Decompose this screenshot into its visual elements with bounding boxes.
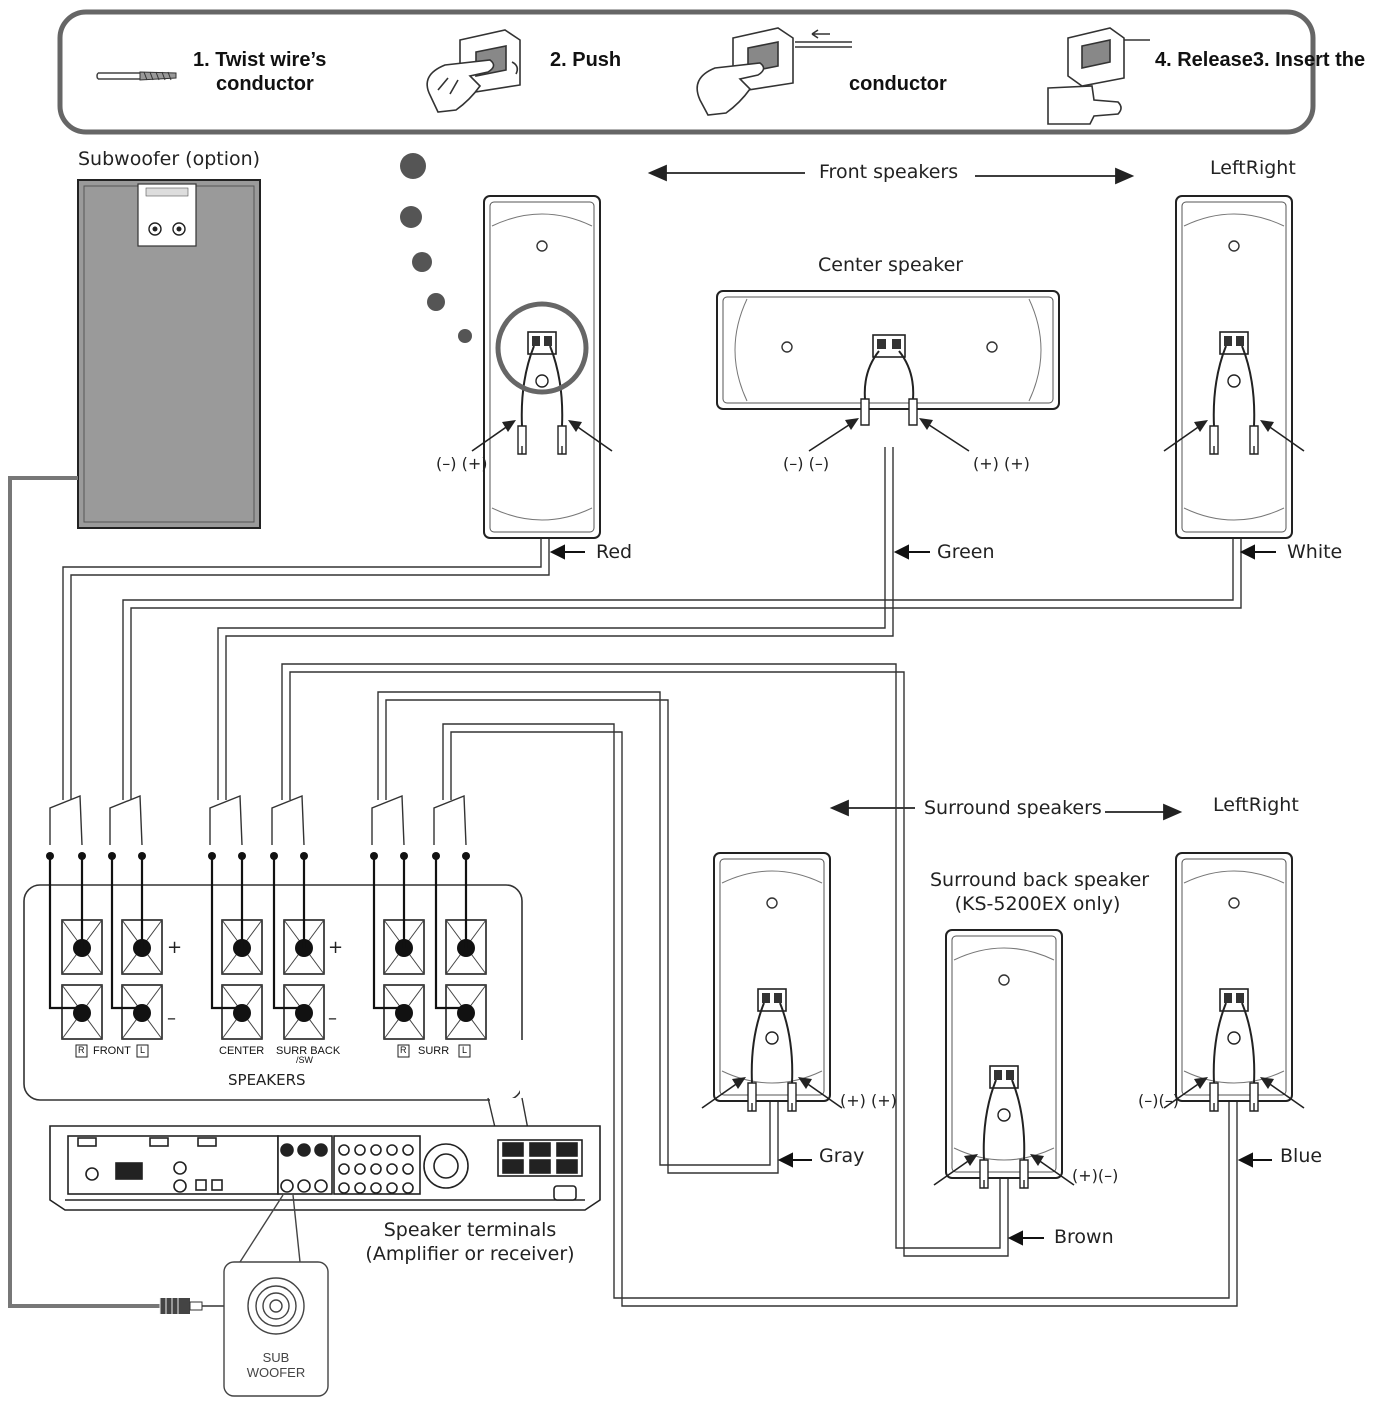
- magnify-ring: [495, 301, 589, 395]
- sw-label: /SW: [296, 1055, 313, 1065]
- surr-label: SURR: [418, 1045, 450, 1057]
- front-speakers-heading: Front speakers: [819, 161, 959, 183]
- subwoofer-jack-line2: WOOFER: [246, 1365, 306, 1380]
- terminal-blocks: [61, 919, 487, 1040]
- cable-label-arrows: [549, 544, 1276, 1246]
- front-r-badge: R: [78, 1045, 85, 1055]
- surround-right-speaker: [1163, 852, 1305, 1112]
- brown-cable: [281, 663, 1001, 1249]
- green-cable-label: Green: [937, 541, 995, 563]
- front-minus-sign: –: [167, 1008, 176, 1029]
- front-left-right-label: LeftRight: [1210, 157, 1296, 179]
- front-heading-arrows: [647, 164, 1135, 185]
- front-plus-sign: +: [167, 937, 183, 958]
- step3-text-line2: conductor: [849, 73, 947, 95]
- speaker-terminal-2-minus[interactable]: [121, 984, 163, 1040]
- panel-badges: [75, 1044, 471, 1058]
- speaker-terminal-3-minus[interactable]: [221, 984, 263, 1040]
- terminal-wires: [48, 856, 468, 1010]
- subwoofer-cabinet: [77, 179, 261, 529]
- amplifier-title-line2: (Amplifier or receiver): [365, 1243, 575, 1265]
- gray-cable: [377, 691, 771, 1166]
- speaker-terminal-4-minus[interactable]: [283, 984, 325, 1040]
- step3-insert: 3. Insert the: [1252, 49, 1366, 71]
- step4-release: 4. Release: [1155, 49, 1253, 71]
- gray-cable-label: Gray: [819, 1145, 865, 1167]
- subwoofer-cable: [8, 476, 160, 1308]
- surr-back-plus-sign: +: [328, 937, 344, 958]
- step1-line1: 1. Twist wire’s: [193, 49, 327, 71]
- magnify-dots: [400, 153, 472, 343]
- speaker-terminal-5-minus[interactable]: [383, 984, 425, 1040]
- insert-terminal-icon: [696, 27, 852, 116]
- surr-back-label: SURR BACK: [276, 1045, 341, 1057]
- release-terminal-icon: [1047, 27, 1150, 125]
- surr-l-badge: L: [462, 1045, 468, 1055]
- subwoofer-jack-callout: [223, 1194, 329, 1397]
- step2-text: 2. Push: [550, 49, 622, 71]
- blue-cable: [442, 723, 1230, 1299]
- center-polarity-negative: (–) (–): [783, 454, 830, 473]
- front-left-polarity: (–) (+): [436, 454, 488, 473]
- step1-text: 1. Twist wire’s conductor: [193, 48, 326, 96]
- surround-back-polarity: (+)(–): [1072, 1166, 1119, 1185]
- subwoofer-jack-label: SUB WOOFER: [236, 1350, 316, 1380]
- cable-ends: [49, 794, 467, 846]
- surround-speakers-heading: Surround speakers: [924, 797, 1102, 819]
- white-cable-label: White: [1287, 541, 1343, 563]
- amplifier-title-line1: Speaker terminals: [383, 1219, 557, 1241]
- surround-heading-arrows: [829, 799, 1183, 821]
- front-l-badge: L: [140, 1045, 146, 1055]
- subwoofer-title: Subwoofer (option): [78, 148, 261, 170]
- surround-right-polarity: (–)(–): [1138, 1091, 1179, 1110]
- center-label: CENTER: [219, 1045, 265, 1057]
- subwoofer-jack-line1: SUB: [262, 1350, 290, 1365]
- surround-left-speaker: [701, 852, 843, 1112]
- front-right-speaker: [1163, 195, 1305, 539]
- surround-left-right-label: LeftRight: [1213, 794, 1299, 816]
- speaker-terminal-1-minus[interactable]: [61, 984, 103, 1040]
- speakers-panel-title: SPEAKERS: [228, 1071, 306, 1089]
- amplifier-receiver: [49, 1125, 601, 1211]
- red-cable-label: Red: [596, 541, 633, 563]
- surr-r-badge: R: [400, 1045, 407, 1055]
- surround-back-title: Surround back speaker (KS-5200EX only): [930, 868, 1150, 916]
- center-speaker: [716, 290, 1060, 452]
- push-terminal-icon: [426, 29, 521, 113]
- instruction-panel: [57, 9, 1316, 135]
- brown-cable-label: Brown: [1054, 1226, 1114, 1248]
- step1-line2: conductor: [216, 73, 314, 95]
- surround-back-title-line2: (KS-5200EX only): [954, 893, 1121, 915]
- twisted-wire-icon: [96, 71, 177, 81]
- front-label: FRONT: [93, 1045, 131, 1057]
- surround-back-title-line1: Surround back speaker: [930, 869, 1150, 891]
- surround-left-polarity: (+) (+): [840, 1091, 897, 1110]
- step4-text: 4. Release3. Insert the: [1155, 48, 1365, 72]
- speaker-terminal-6-minus[interactable]: [445, 984, 487, 1040]
- center-polarity-positive: (+) (+): [973, 454, 1030, 473]
- amplifier-title: Speaker terminals (Amplifier or receiver…: [365, 1218, 575, 1266]
- blue-cable-label: Blue: [1280, 1145, 1323, 1167]
- subwoofer-plug: [159, 1298, 228, 1314]
- surround-back-speaker: [933, 929, 1075, 1189]
- terminal-wire-dots: [46, 852, 470, 860]
- green-cable: [217, 447, 886, 800]
- front-left-speaker: [471, 195, 613, 539]
- center-speaker-title: Center speaker: [818, 254, 964, 276]
- surr-back-minus-sign: –: [328, 1008, 337, 1029]
